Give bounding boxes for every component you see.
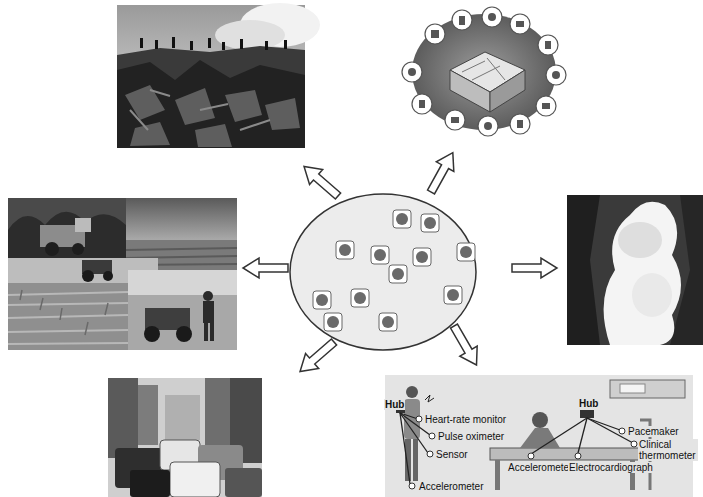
device-label: Sensor <box>435 449 469 460</box>
device-label: Pacemaker <box>627 426 680 437</box>
traffic-photo <box>108 378 262 497</box>
smart-home-picture <box>398 5 570 138</box>
agriculture-collage <box>8 198 237 350</box>
battlefield-photo <box>117 3 320 148</box>
device-label: Hub <box>578 398 599 409</box>
sensor-network <box>290 194 476 350</box>
medical-sensor-picture <box>385 375 693 497</box>
device-label: Clinical thermometer <box>638 439 698 461</box>
device-label: Electrocardiograph <box>568 462 654 473</box>
device-label: Heart-rate monitor <box>424 414 507 425</box>
device-label: Pulse oximeter <box>437 431 505 442</box>
hollow-arrows <box>243 148 557 379</box>
avalanche-photo <box>567 195 703 345</box>
device-label: Hub <box>384 399 405 410</box>
device-label: Accelerometer <box>418 481 484 492</box>
device-label: Accelerometer <box>507 462 573 473</box>
